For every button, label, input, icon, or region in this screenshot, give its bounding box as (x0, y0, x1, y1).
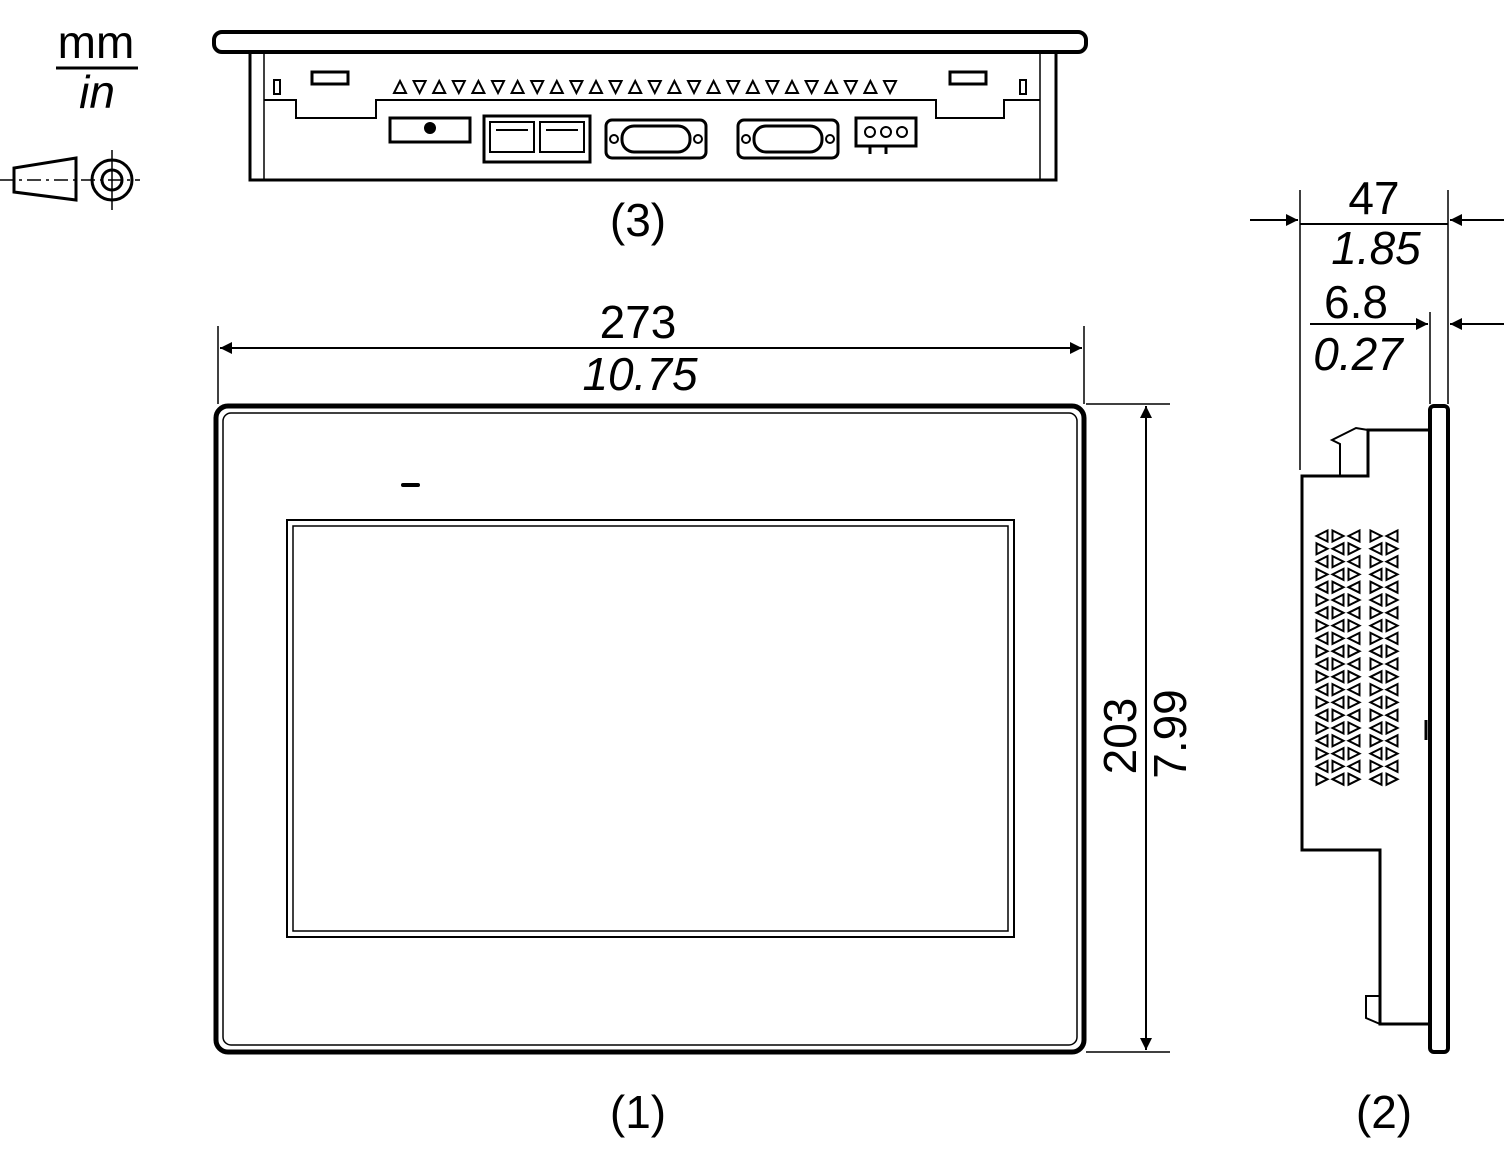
width-mm: 273 (600, 296, 677, 348)
display-screen (286, 519, 1015, 938)
depth-in: 1.85 (1331, 222, 1421, 274)
ethernet-ports-icon (482, 114, 592, 164)
width-dimension: 273 10.75 (217, 296, 1085, 404)
side-bezel (1428, 404, 1450, 1054)
side-view: (2) (1300, 404, 1450, 1138)
front-view-label: (1) (610, 1086, 666, 1138)
side-housing (1300, 428, 1430, 1026)
side-view-label: (2) (1356, 1086, 1412, 1138)
unit-metric: mm (58, 16, 135, 68)
serial-port-1-icon (604, 118, 708, 160)
front-bezel (213, 403, 1087, 1055)
ventilation-slots (392, 78, 898, 96)
sd-card-slot-icon (388, 116, 472, 144)
bezel-depth-in: 0.27 (1313, 328, 1404, 380)
height-dimension: 203 7.99 (1086, 403, 1196, 1053)
power-connector-icon (854, 116, 918, 154)
bezel-depth-dimension: 6.8 0.27 (1310, 276, 1504, 404)
bottom-view-label: (3) (610, 194, 666, 246)
units-legend: mm in (56, 16, 138, 118)
side-ventilation-slots (1314, 528, 1400, 787)
unit-imperial: in (79, 66, 115, 118)
depth-mm: 47 (1348, 172, 1399, 224)
bottom-view-housing (248, 50, 1058, 182)
serial-port-2-icon (736, 118, 840, 160)
bottom-view-bezel (212, 30, 1088, 54)
height-in: 7.99 (1144, 689, 1196, 779)
width-in: 10.75 (582, 348, 698, 400)
depth-dimension: 47 1.85 (1250, 172, 1504, 470)
bezel-depth-mm: 6.8 (1324, 276, 1388, 328)
front-view: (1) (213, 403, 1087, 1138)
status-led-icon (401, 483, 420, 487)
third-angle-projection-icon (0, 150, 140, 210)
height-mm: 203 (1094, 698, 1146, 775)
bottom-view: (3) (212, 30, 1088, 246)
